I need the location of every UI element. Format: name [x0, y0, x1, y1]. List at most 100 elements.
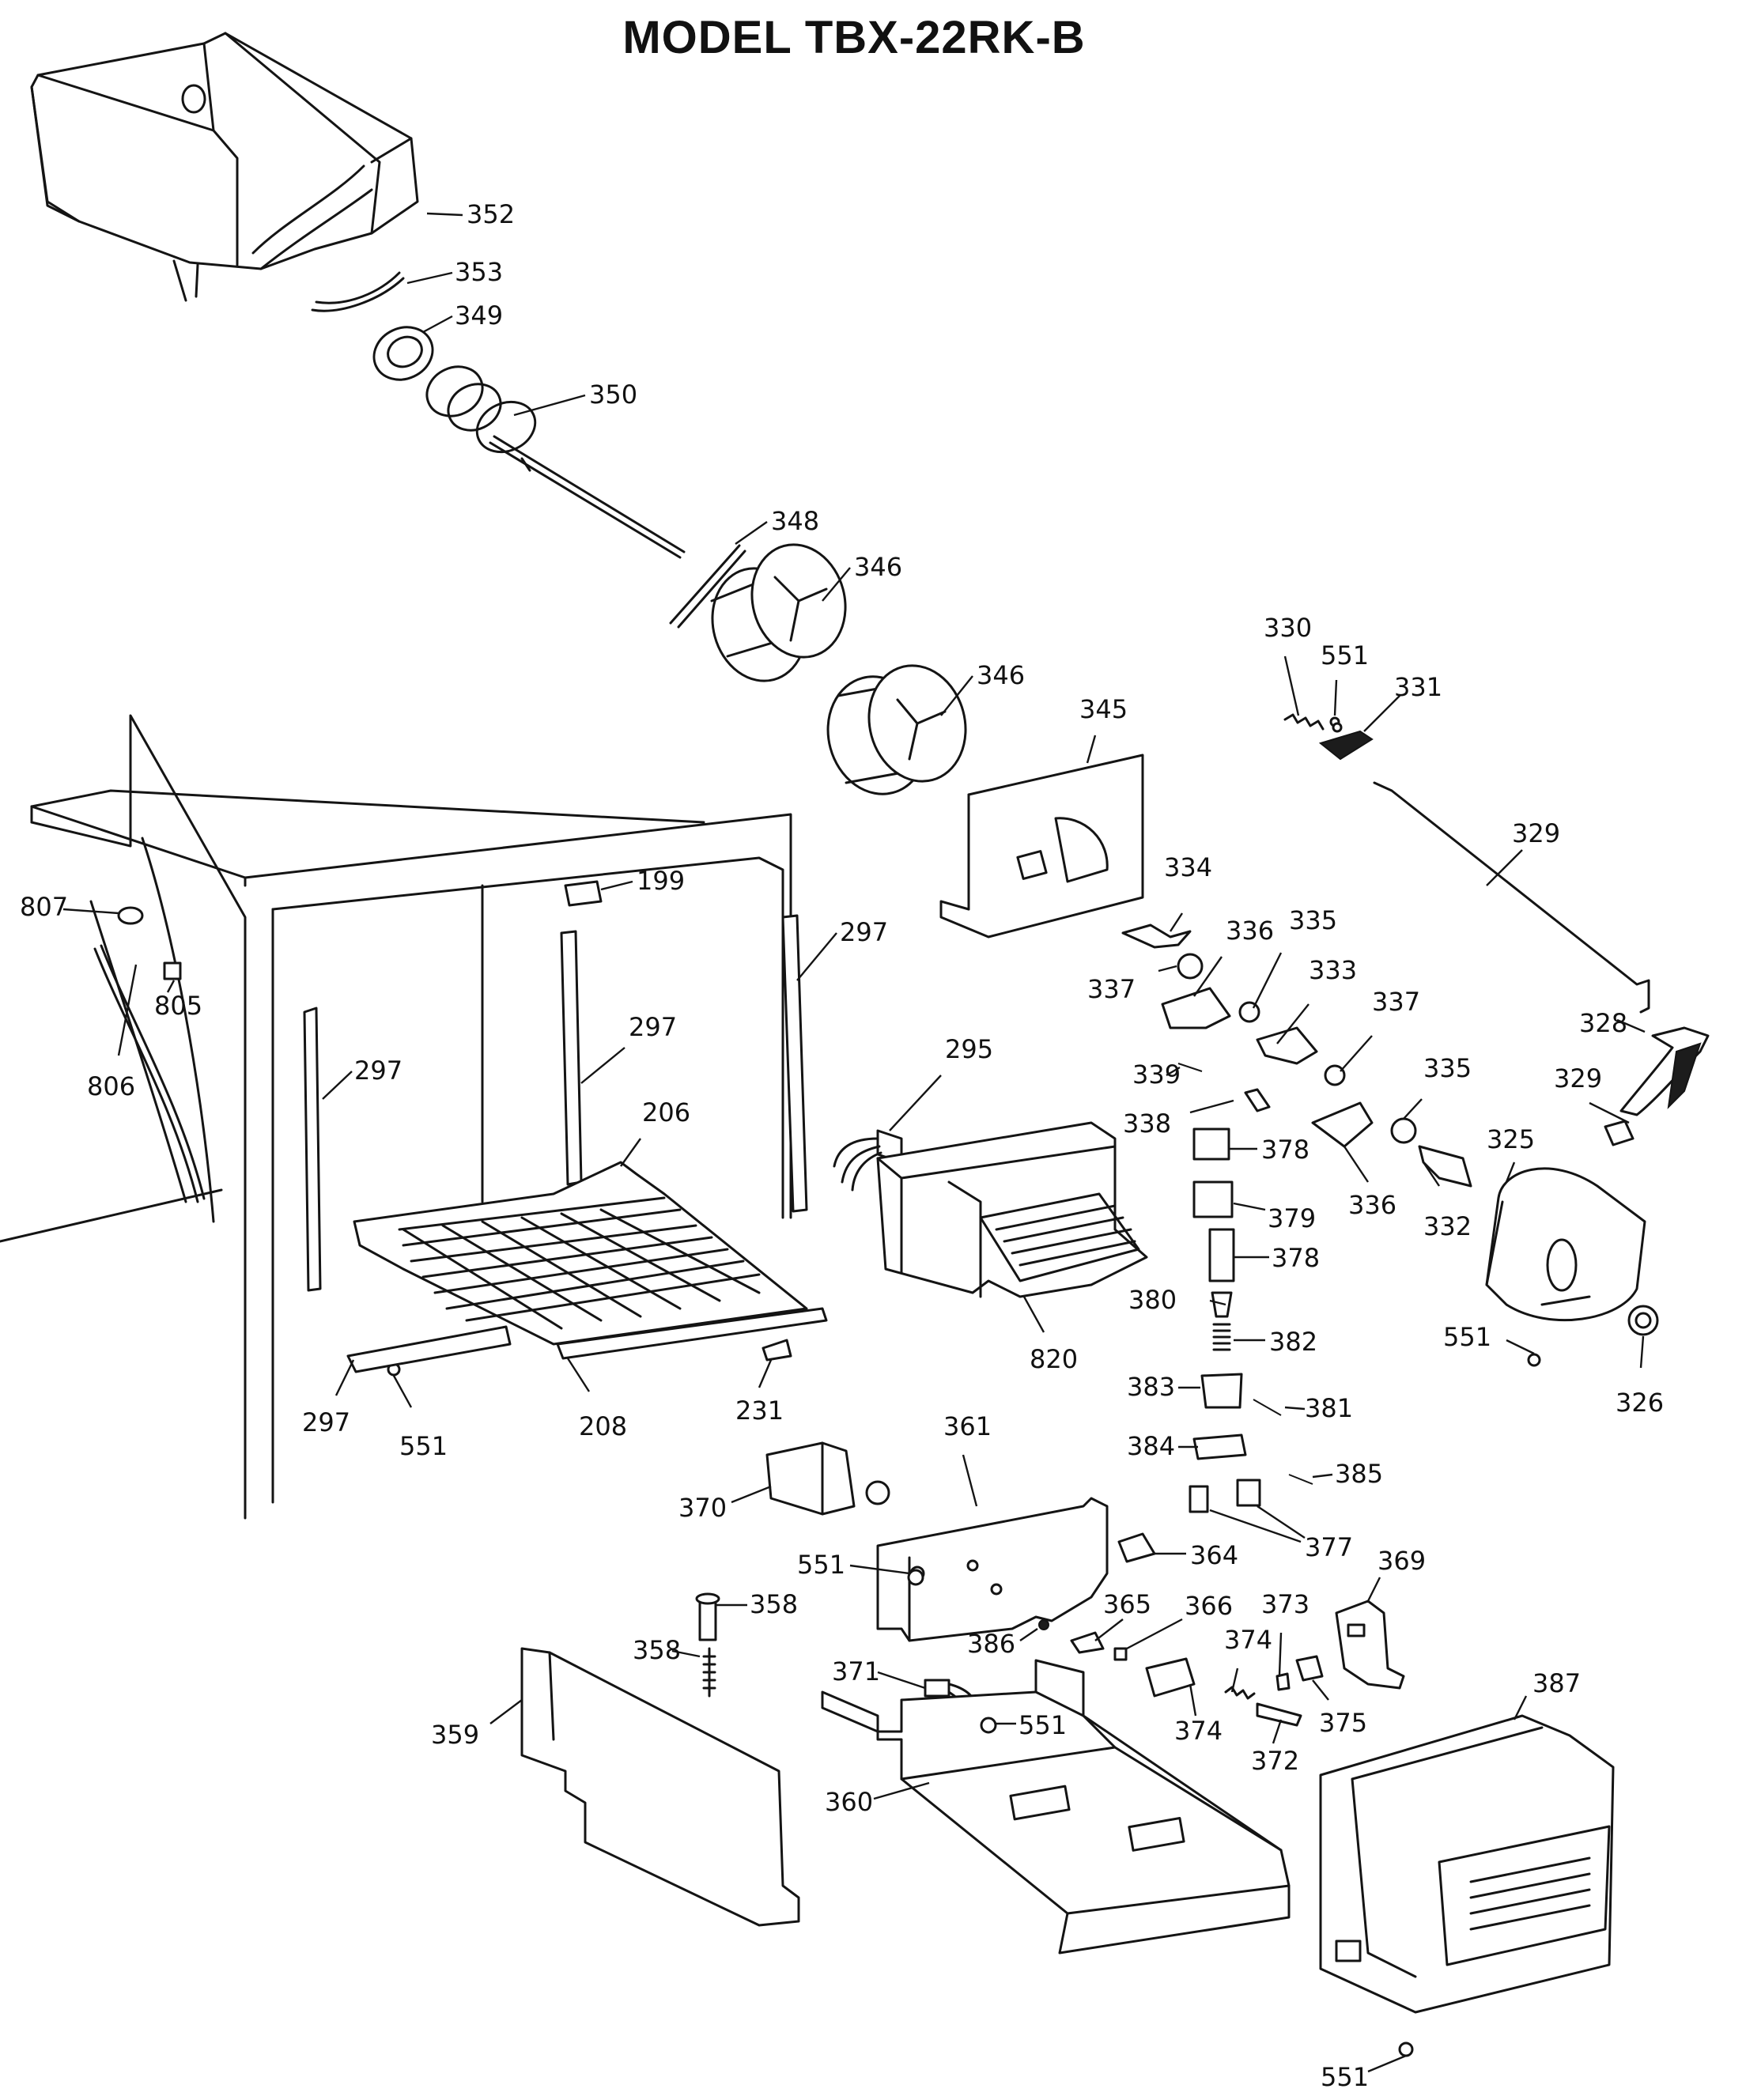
callout-label: 332	[1423, 1211, 1472, 1241]
callout-label: 805	[154, 991, 202, 1021]
callout-label: 366	[1185, 1591, 1233, 1621]
block-329	[1604, 1120, 1635, 1146]
callout-label: 381	[1305, 1393, 1353, 1423]
plate-374	[1145, 1657, 1196, 1698]
part-366	[1113, 1647, 1128, 1661]
callout-label: 374	[1224, 1625, 1272, 1655]
callout-label: 360	[825, 1787, 873, 1817]
actuator-rod	[1373, 781, 1650, 1014]
dispenser-tray	[821, 1659, 1291, 1955]
callout-label: 551	[1018, 1710, 1067, 1740]
dispenser-front-plate	[939, 754, 1144, 939]
callout-label: 551	[1443, 1322, 1491, 1352]
callout-label: 361	[943, 1411, 992, 1441]
callout-label: 336	[1226, 916, 1274, 946]
callout-label: 379	[1268, 1203, 1316, 1233]
callout-label: 330	[1264, 613, 1312, 643]
lever-331	[1318, 730, 1374, 761]
part-375	[1295, 1655, 1324, 1682]
callout-label: 359	[431, 1720, 479, 1750]
callout-label: 346	[977, 660, 1025, 690]
callout-label: 807	[20, 892, 68, 922]
callout-label: 352	[467, 199, 515, 229]
callout-label: 335	[1289, 905, 1337, 935]
callout-label: 329	[1512, 818, 1560, 848]
ice-maker	[876, 1121, 1148, 1298]
callout-label: 382	[1269, 1327, 1317, 1357]
part-365	[1070, 1631, 1105, 1654]
callout-label: 348	[771, 506, 819, 536]
callout-label: 820	[1030, 1344, 1078, 1374]
callout-label: 385	[1335, 1459, 1383, 1489]
callout-label: 199	[637, 866, 685, 896]
knob-326	[1627, 1305, 1659, 1336]
callout-label: 339	[1132, 1059, 1181, 1090]
crusher-housing-b	[826, 664, 967, 795]
callout-label: 806	[87, 1071, 135, 1101]
callout-label: 297	[629, 1012, 677, 1042]
shelf-rail-208	[556, 1307, 828, 1360]
callout-label: 334	[1164, 852, 1212, 882]
leader-lines	[62, 212, 1646, 2073]
callout-label: 206	[642, 1097, 690, 1127]
part-364	[1117, 1532, 1156, 1563]
callout-label: 384	[1127, 1431, 1175, 1461]
dispenser-motor-housing	[1485, 1167, 1646, 1322]
page-title: MODEL TBX-22RK-B	[622, 12, 1086, 63]
part-372	[1256, 1702, 1302, 1727]
wire-shelf	[353, 1161, 808, 1346]
spring-330	[1283, 713, 1325, 731]
callout-label: 365	[1103, 1589, 1151, 1619]
callout-label: 353	[455, 257, 503, 287]
callout-label: 336	[1348, 1190, 1396, 1220]
clip-231	[762, 1339, 792, 1362]
callout-label: 331	[1394, 672, 1442, 702]
drive-motor	[765, 1441, 890, 1516]
dispenser-cover	[1319, 1714, 1615, 2014]
callout-label: 387	[1532, 1668, 1581, 1698]
callout-label: 346	[854, 552, 902, 582]
cam-parts	[1121, 923, 1472, 1188]
parts-805-807	[93, 906, 206, 1203]
callout-label: 358	[633, 1635, 681, 1665]
callout-label: 383	[1127, 1372, 1175, 1402]
switch-parts	[1189, 1127, 1313, 1513]
auger-assembly	[425, 365, 686, 559]
dispenser-arm	[1619, 1026, 1710, 1116]
callout-label: 551	[399, 1431, 448, 1461]
callout-label: 374	[1174, 1716, 1223, 1746]
crusher-housing-a	[710, 543, 847, 682]
part-373	[1275, 1672, 1291, 1691]
callout-label: 380	[1128, 1285, 1177, 1315]
callout-label: 333	[1309, 955, 1357, 985]
callout-label: 338	[1123, 1109, 1171, 1139]
callout-label: 337	[1087, 974, 1136, 1004]
callout-label: 345	[1079, 694, 1128, 724]
callout-label: 297	[302, 1407, 350, 1437]
callout-label: 372	[1251, 1746, 1299, 1776]
callout-label: 370	[678, 1493, 727, 1523]
callout-labels: 352 353 349 350 348 346 346 345 330 551 …	[20, 199, 1664, 2092]
callout-label: 329	[1554, 1063, 1602, 1093]
refrigerator-cabinet	[0, 714, 792, 1520]
ice-bucket	[30, 32, 419, 302]
callout-label: 231	[735, 1396, 784, 1426]
bucket-seal	[311, 271, 405, 312]
callout-label: 328	[1579, 1008, 1627, 1038]
callout-label: 551	[1321, 2062, 1369, 2092]
screws-358	[695, 1592, 720, 1698]
callout-label: 386	[967, 1629, 1015, 1659]
callout-label: 326	[1616, 1388, 1664, 1418]
callout-label: 364	[1190, 1540, 1238, 1570]
callout-label: 375	[1319, 1708, 1367, 1738]
callout-label: 350	[589, 380, 637, 410]
part-199	[564, 880, 603, 907]
callout-label: 208	[579, 1411, 627, 1441]
callout-label: 551	[797, 1550, 845, 1580]
callout-label: 378	[1272, 1243, 1320, 1273]
control-bracket	[876, 1497, 1109, 1642]
callout-label: 325	[1487, 1124, 1535, 1154]
bracket-369	[1335, 1600, 1405, 1690]
spring-374	[1224, 1686, 1256, 1700]
